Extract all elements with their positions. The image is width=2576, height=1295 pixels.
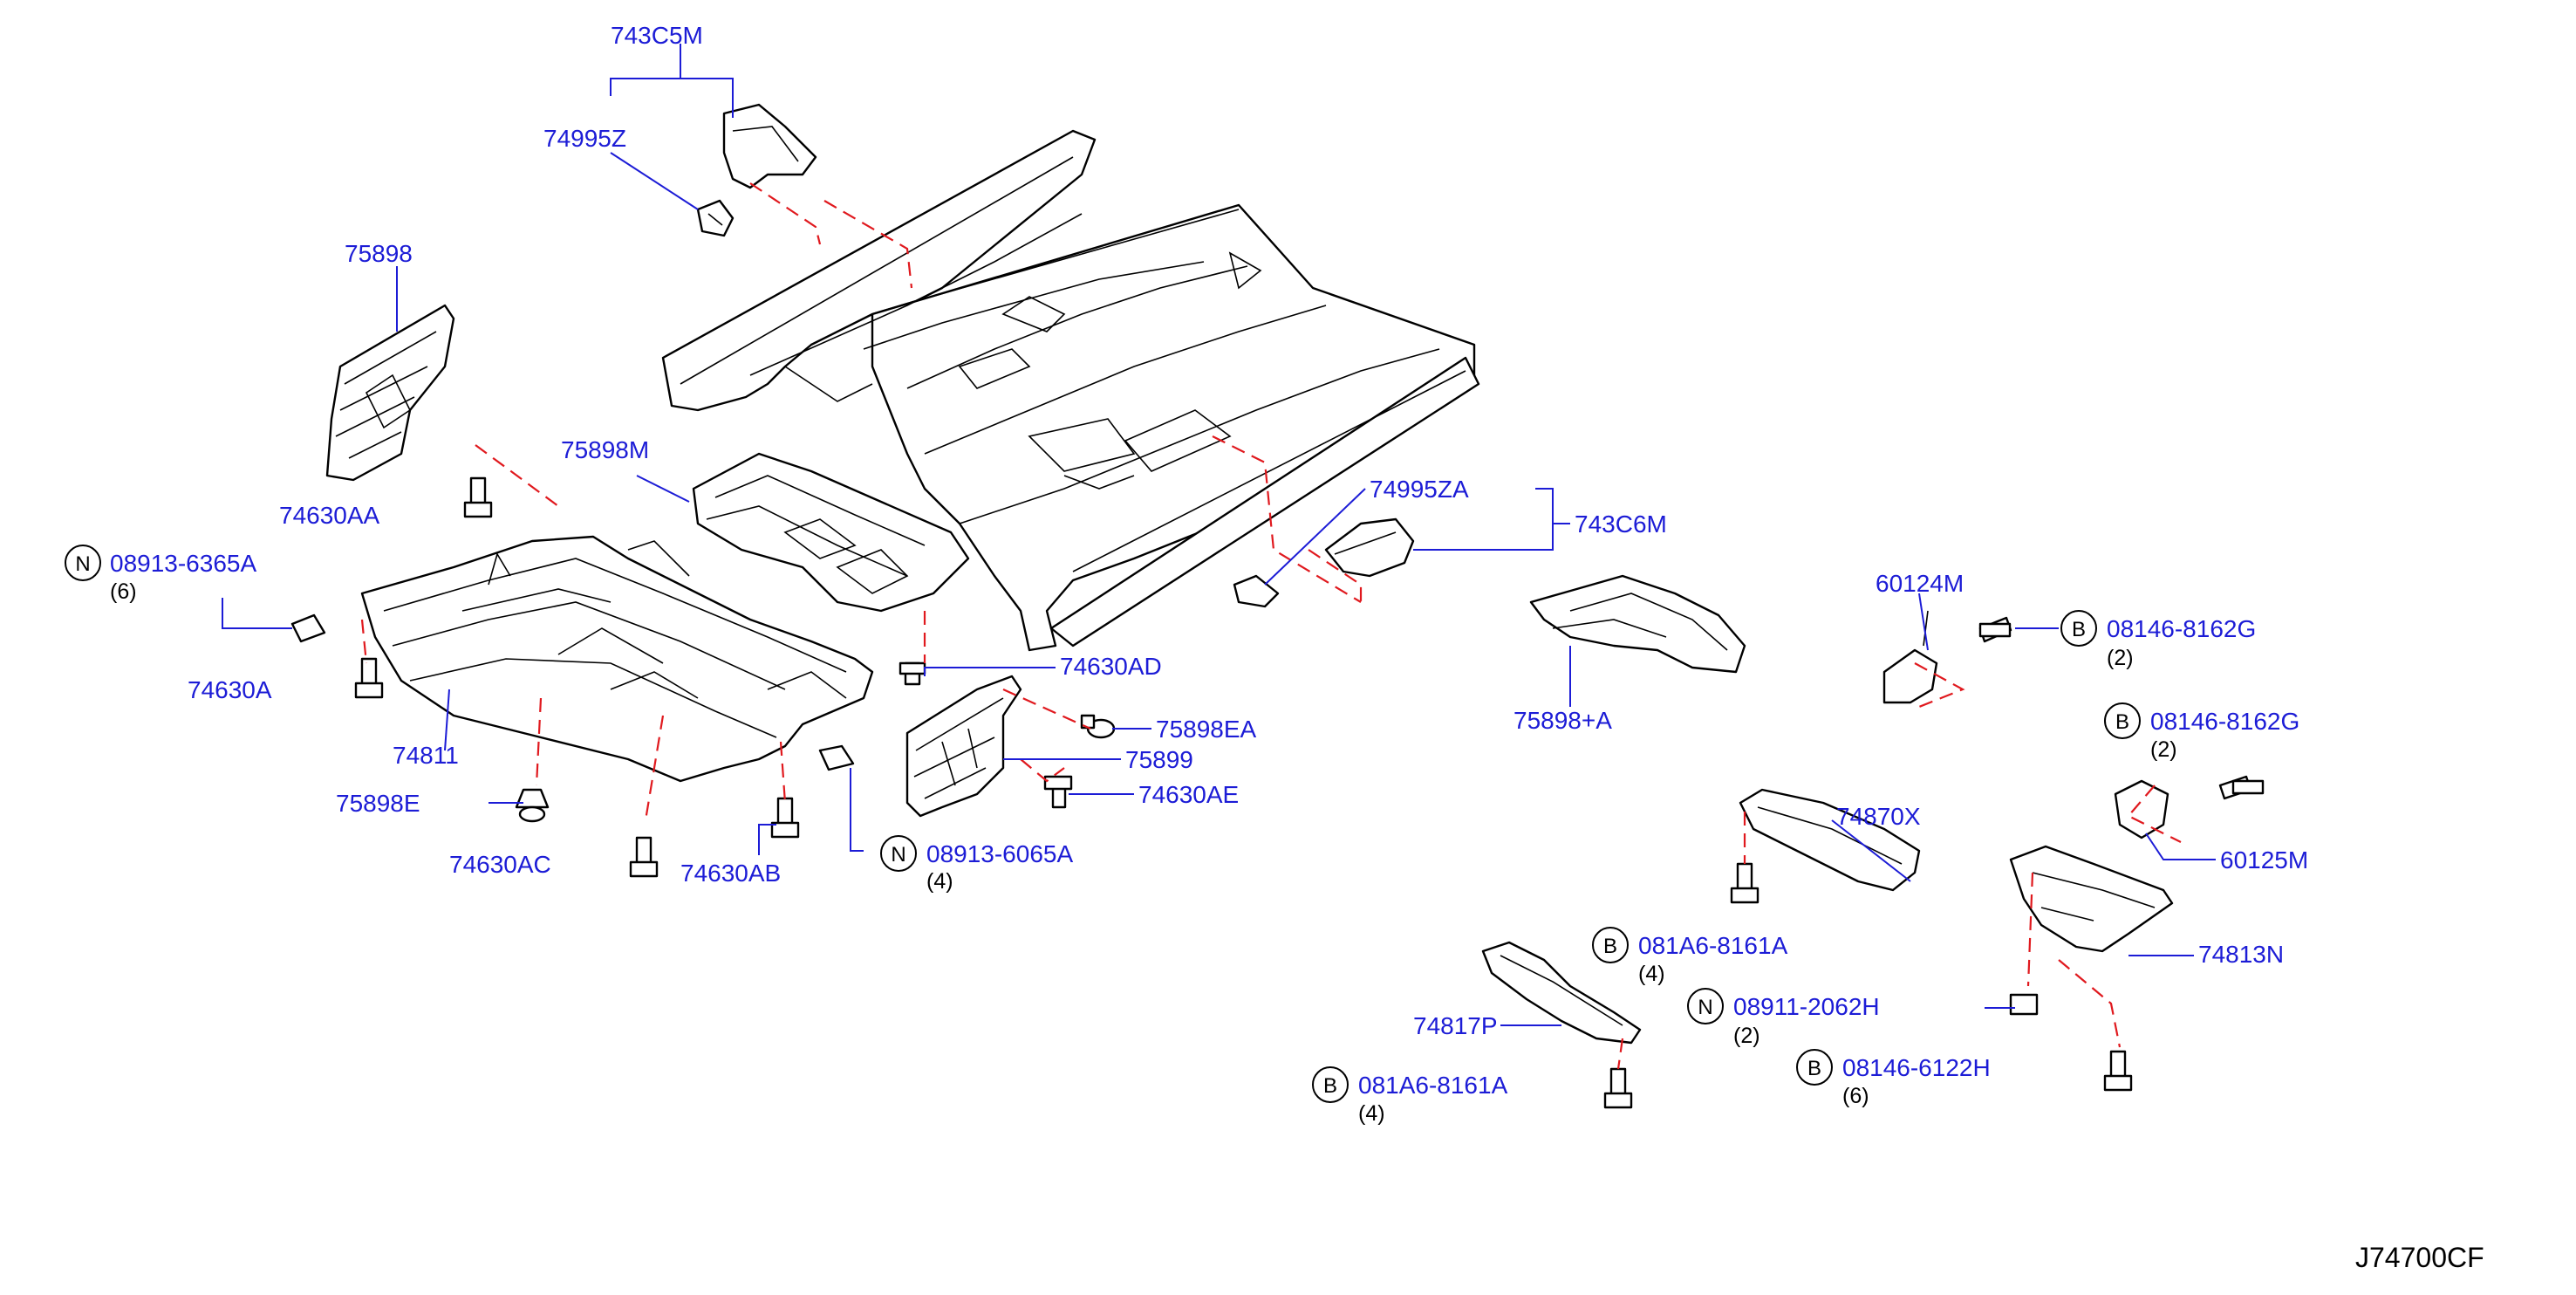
callout-08911-2062H: N 08911-2062H (2): [1687, 988, 1880, 1048]
callout-08913-6065A: N 08913-6065A (4): [880, 835, 1073, 894]
clip-08913-6065A-icon: [818, 744, 855, 771]
label-74630AA: 74630AA: [279, 502, 380, 529]
prefix-letter: B: [2115, 710, 2129, 734]
label-74813N: 74813N: [2198, 941, 2284, 968]
label-75899: 75899: [1125, 746, 1193, 773]
label-74811: 74811: [393, 742, 459, 769]
diagram-reference-code: J74700CF: [2355, 1242, 2484, 1273]
bracket-743C6M-drawing: [1233, 517, 1415, 608]
label-75898E: 75898E: [336, 790, 420, 817]
prefix-letter: B: [1603, 935, 1617, 958]
callout-08146-8162G-upper: B 08146-8162G (2): [2060, 610, 2256, 670]
callout-08913-6365A: N 08913-6365A (6): [65, 545, 256, 604]
clip-75898E-icon: [515, 788, 550, 823]
label-74995ZA: 74995ZA: [1370, 476, 1469, 503]
bolt-60125M-icon: [2231, 779, 2265, 795]
label-60124M: 60124M: [1876, 570, 1964, 597]
fastener-code: 08146-8162G: [2150, 708, 2299, 735]
callout-08146-8162G-lower: B 08146-8162G (2): [2104, 702, 2299, 762]
bolt-081A6-8161A-upper-icon: [1730, 862, 1759, 904]
fastener-code: 08146-6122H: [1842, 1054, 1991, 1081]
prefix-letter: B: [1807, 1057, 1821, 1080]
fastener-code: 08146-8162G: [2107, 615, 2256, 642]
prefix-letter: N: [75, 552, 90, 576]
callout-081A6-8161A-lower: B 081A6-8161A (4): [1312, 1066, 1508, 1126]
label-74630AC: 74630AC: [449, 851, 551, 878]
bolt-74630AB-icon: [770, 797, 800, 839]
fastener-qty: (2): [2150, 737, 2177, 762]
fastener-qty: (2): [2107, 646, 2134, 670]
label-743C6M: 743C6M: [1575, 510, 1667, 538]
label-74817P: 74817P: [1413, 1012, 1498, 1039]
cover-75898M-drawing: [692, 452, 970, 613]
fastener-drawings: [290, 476, 2265, 1109]
crossmember-74870X-drawing: [1739, 788, 1921, 892]
part-labels: 743C5M 74995Z 75898 74630AA 75898M 74630…: [188, 22, 2308, 1039]
bolt-74630AD-icon: [899, 661, 926, 686]
bolt-74630AC-icon: [629, 836, 659, 878]
label-74630AE: 74630AE: [1138, 781, 1239, 808]
cover-75898A-drawing: [1529, 574, 1746, 674]
label-60125M: 60125M: [2220, 846, 2308, 874]
label-75898A: 75898+A: [1513, 707, 1612, 734]
fastener-qty: (4): [926, 869, 953, 894]
leader-lines: [222, 44, 2216, 1026]
bolt-74630AE-icon: [1043, 775, 1073, 809]
label-75898EA: 75898EA: [1156, 716, 1257, 743]
fastener-qty: (4): [1358, 1101, 1385, 1126]
prefix-letter: N: [1698, 996, 1712, 1019]
label-74630AD: 74630AD: [1060, 653, 1162, 680]
label-743C5M: 743C5M: [611, 22, 703, 49]
fastener-code: 08911-2062H: [1733, 993, 1880, 1020]
fastener-code: 081A6-8161A: [1358, 1072, 1508, 1099]
fastener-callouts: N 08913-6365A (6) N 08913-6065A (4) B 08…: [65, 545, 2299, 1126]
cover-75899-drawing: [905, 675, 1022, 818]
bolt-74630AA-icon: [463, 476, 493, 518]
fastener-qty: (2): [1733, 1024, 1760, 1048]
dashed-guides: [360, 182, 2182, 1070]
floor-panel-drawing: [661, 129, 1480, 652]
prefix-letter: N: [891, 843, 905, 867]
bolt-60124M-icon: [1978, 622, 2012, 638]
member-74817P-drawing: [1481, 941, 1642, 1045]
fastener-code: 08913-6365A: [110, 550, 256, 577]
bracket-74813N-drawing: [2009, 845, 2174, 953]
prefix-letter: B: [2072, 618, 2086, 641]
undercover-74811-drawing: [360, 535, 874, 783]
label-75898M: 75898M: [561, 436, 649, 463]
callout-081A6-8161A-upper: B 081A6-8161A (4): [1592, 927, 1788, 986]
label-74870X: 74870X: [1836, 803, 1921, 830]
bracket-743C5M-drawing: [696, 103, 817, 237]
clip-08913-6365A-icon: [290, 613, 326, 643]
fastener-qty: (4): [1638, 962, 1665, 986]
bolt-08146-6122H-icon: [2103, 1050, 2133, 1092]
nut-08911-2062H-icon: [2009, 993, 2039, 1016]
cover-75898-drawing: [325, 304, 455, 482]
bolt-081A6-8161A-lower-icon: [1603, 1067, 1633, 1109]
fastener-qty: (6): [1842, 1084, 1869, 1108]
label-75898: 75898: [345, 240, 413, 267]
callout-08146-6122H: B 08146-6122H (6): [1796, 1049, 1991, 1108]
fastener-code: 08913-6065A: [926, 840, 1073, 867]
label-74630AB: 74630AB: [680, 860, 781, 887]
bolt-74630A-icon: [354, 657, 384, 699]
label-74995Z: 74995Z: [543, 125, 626, 152]
prefix-letter: B: [1323, 1074, 1337, 1098]
label-74630A: 74630A: [188, 676, 272, 703]
fastener-qty: (6): [110, 579, 137, 604]
fastener-code: 081A6-8161A: [1638, 932, 1788, 959]
